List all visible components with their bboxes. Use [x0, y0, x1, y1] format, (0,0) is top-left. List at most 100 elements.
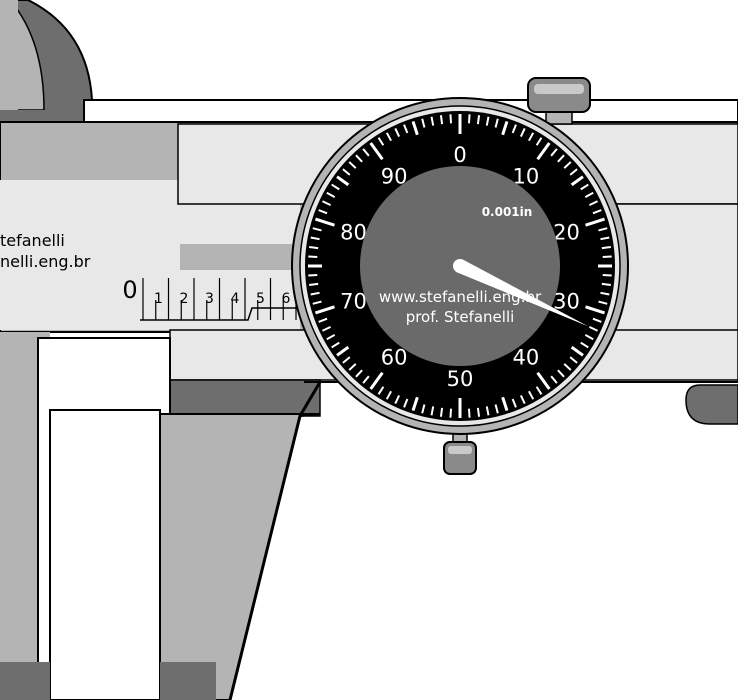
- dial-tick: [348, 363, 357, 371]
- top-clamp-screw: [527, 77, 591, 125]
- dial-tick: [411, 120, 419, 136]
- needle-hub: [453, 259, 467, 273]
- dial-tick: [588, 200, 598, 207]
- dial-tick: [336, 175, 350, 187]
- dial-tick: [501, 120, 509, 136]
- lower-jaw-inner-white: [49, 409, 161, 700]
- dial-tick: [331, 183, 340, 191]
- lower-jaw-base-dark: [0, 662, 50, 700]
- dial-tick: [403, 398, 409, 408]
- dial-tick: [528, 132, 535, 142]
- beam-brand-line1: tefanelli: [0, 231, 65, 250]
- sliding-jaw-edge: [228, 381, 322, 700]
- dial-tick: [535, 386, 543, 395]
- dial-tick: [318, 209, 328, 215]
- bottom-screw-highlight: [448, 446, 472, 454]
- dial-tick: [557, 369, 565, 378]
- dial-tick: [511, 124, 517, 134]
- dial-tick: [494, 404, 499, 414]
- dial-tick: [501, 396, 509, 412]
- dial-tick: [309, 245, 319, 250]
- dial-tick: [485, 406, 490, 416]
- dial-tick: [421, 118, 426, 128]
- dial-tick: [519, 128, 526, 138]
- dial-tick: [550, 375, 558, 384]
- dial-tick: [580, 183, 589, 191]
- dial-tick: [467, 114, 471, 124]
- dial-tick: [600, 236, 610, 241]
- dial-tick: [439, 407, 444, 417]
- scale-step-edge: [140, 307, 300, 321]
- dial-tick: [580, 341, 589, 349]
- dial-tick: [602, 273, 612, 277]
- dial-tick: [570, 345, 584, 357]
- dial-tick: [331, 341, 340, 349]
- dial-tick: [585, 305, 606, 315]
- dial-tick: [336, 345, 350, 357]
- dial-tick: [439, 115, 444, 125]
- dial-tick: [314, 217, 335, 227]
- dial-tick: [601, 245, 611, 250]
- scale-label: 6: [282, 291, 291, 307]
- top-screw-head: [527, 77, 591, 113]
- dial-tick: [322, 325, 332, 332]
- dial-label: 40: [512, 346, 539, 370]
- dial-tick: [310, 236, 320, 241]
- scale-zero-label: 0: [122, 276, 137, 304]
- dial-tick: [326, 334, 336, 341]
- dial-tick: [536, 371, 551, 390]
- scale-label: 5: [256, 291, 265, 307]
- dial-tick: [588, 325, 598, 332]
- dial-tick: [570, 175, 584, 187]
- dial-tick: [355, 369, 363, 378]
- dial-tick: [369, 371, 384, 390]
- dial-tick: [394, 394, 401, 404]
- dial-tick: [550, 148, 558, 157]
- dial-tick: [528, 390, 535, 400]
- dial-tick: [585, 217, 606, 227]
- dial-tick: [430, 116, 435, 126]
- right-clamp-knob: [685, 384, 738, 425]
- dial-tick: [494, 118, 499, 128]
- dial-tick: [449, 114, 453, 124]
- sliding-jaw-base-dark: [160, 662, 216, 700]
- dial-tick: [467, 408, 471, 418]
- scale-label: 1: [154, 291, 163, 307]
- scale-label: 3: [205, 291, 214, 307]
- dial-tick: [536, 142, 551, 161]
- dial-ticks: [308, 114, 612, 418]
- dial-label: 20: [553, 220, 580, 244]
- dial-tick: [449, 408, 453, 418]
- dial-tick: [362, 148, 370, 157]
- dial-tick: [602, 255, 612, 259]
- dial-tick: [592, 209, 602, 215]
- dial-needle: [453, 259, 589, 327]
- dial-tick: [369, 142, 384, 161]
- dial-tick: [385, 132, 392, 142]
- dial-tick: [563, 363, 572, 371]
- dial-tick: [308, 255, 318, 259]
- upper-jaw-step: [0, 0, 18, 110]
- dial-tick: [308, 273, 318, 277]
- dial-tick: [430, 406, 435, 416]
- needle-shape: [457, 259, 589, 327]
- dial-tick: [309, 282, 319, 287]
- dial-tick: [421, 404, 426, 414]
- dial-tick: [377, 386, 385, 395]
- dial-tick: [535, 137, 543, 146]
- scale-label: 4: [231, 291, 240, 307]
- dial-tick: [476, 115, 481, 125]
- dial-label: 70: [340, 290, 367, 314]
- dial-label: 50: [447, 367, 474, 391]
- scale-ticks: [142, 278, 297, 320]
- rack-gear-strip: [180, 244, 310, 270]
- top-screw-highlight: [534, 84, 584, 94]
- dial-tick: [601, 282, 611, 287]
- dial-tick: [569, 168, 578, 176]
- dial-tick: [584, 334, 594, 341]
